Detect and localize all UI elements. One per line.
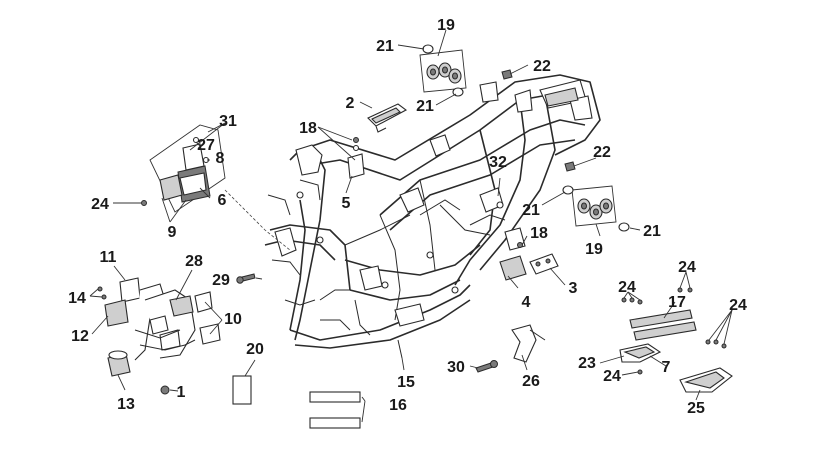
floor-bracket-assembly — [619, 287, 733, 393]
callout-28: 28 — [185, 253, 203, 270]
callout-11: 11 — [100, 249, 117, 266]
strip-16-lower — [309, 417, 361, 429]
bracket-26 — [511, 324, 546, 363]
main-frame — [264, 74, 601, 349]
callout-7: 7 — [662, 359, 671, 376]
callout-24-upper-left: 24 — [618, 279, 636, 296]
callout-22-upper: 22 — [533, 58, 551, 75]
callout-24-far-right: 24 — [729, 297, 747, 314]
assembly-31 — [149, 124, 226, 213]
callout-22-lower: 22 — [593, 144, 611, 161]
bolt-29 — [236, 273, 256, 284]
bracket-3-4 — [499, 242, 559, 281]
callout-14: 14 — [68, 290, 86, 307]
leader-lines — [89, 29, 733, 423]
callout-24-top-right: 24 — [678, 259, 696, 276]
callout-21-mid: 21 — [522, 202, 540, 219]
callout-24-bottom: 24 — [603, 368, 621, 385]
callout-2: 2 — [346, 95, 355, 112]
callout-16: 16 — [389, 397, 407, 414]
callout-19-upper: 19 — [437, 17, 455, 34]
callout-21-upper-left: 21 — [376, 38, 394, 55]
bolt-30 — [475, 360, 498, 373]
callout-21-upper-right: 21 — [416, 98, 434, 115]
callout-labels: 19 21 22 21 2 18 31 27 8 6 24 9 5 32 22 … — [68, 17, 747, 417]
callout-19-lower: 19 — [585, 241, 603, 258]
callout-4: 4 — [522, 294, 531, 311]
callout-3: 3 — [569, 280, 578, 297]
callout-23: 23 — [578, 355, 596, 372]
callout-17: 17 — [668, 294, 686, 311]
callout-1: 1 — [177, 384, 186, 401]
callout-9: 9 — [168, 224, 177, 241]
callout-13: 13 — [117, 396, 135, 413]
callout-6: 6 — [218, 192, 227, 209]
callout-24-left: 24 — [91, 196, 109, 213]
bolt-15 — [397, 339, 403, 359]
callout-8: 8 — [216, 150, 225, 167]
callout-10: 10 — [224, 311, 242, 328]
bolt-18-upper — [353, 137, 359, 143]
plate-20 — [232, 375, 252, 405]
callout-29: 29 — [212, 272, 230, 289]
bushing-set-upper — [419, 49, 467, 93]
callout-30: 30 — [447, 359, 465, 376]
callout-31: 31 — [219, 113, 237, 130]
harness-bracket-assembly — [97, 277, 221, 395]
strip-16-upper — [309, 391, 361, 403]
callout-5: 5 — [342, 195, 351, 212]
callout-25: 25 — [687, 400, 705, 417]
bracket-5 — [347, 144, 365, 179]
bushing-set-lower — [571, 185, 617, 227]
callout-15: 15 — [397, 374, 415, 391]
callout-26: 26 — [522, 373, 540, 390]
callout-20: 20 — [246, 341, 264, 358]
bracket-2 — [367, 103, 408, 133]
bolt-24-left — [141, 200, 147, 206]
washers-21 — [422, 44, 630, 232]
callout-18-lower: 18 — [530, 225, 548, 242]
callout-21-right: 21 — [643, 223, 661, 240]
callout-18-upper: 18 — [299, 120, 317, 137]
nuts-22 — [501, 69, 576, 172]
callout-12: 12 — [71, 328, 89, 345]
callout-32: 32 — [489, 154, 507, 171]
callout-27: 27 — [197, 137, 215, 154]
